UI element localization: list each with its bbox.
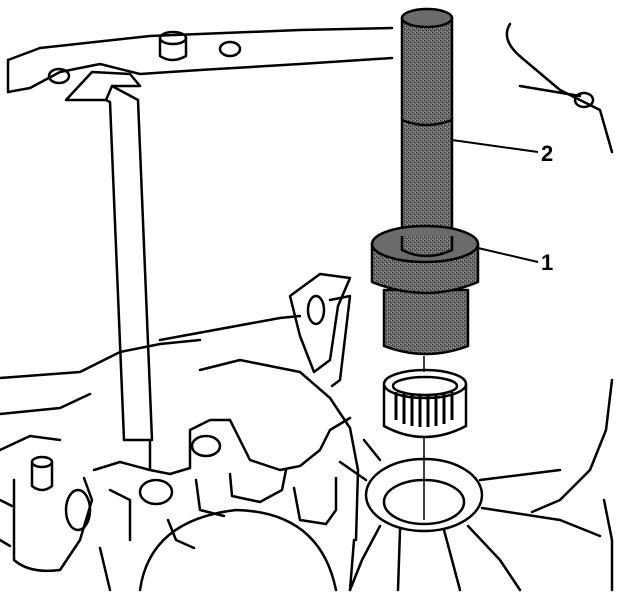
callout-1-label: 1 bbox=[541, 250, 554, 275]
dowel-pin bbox=[158, 36, 188, 62]
leader-line-1 bbox=[477, 247, 539, 263]
case-boss bbox=[138, 478, 174, 506]
bearing-installer bbox=[370, 224, 480, 356]
needle-bearing bbox=[382, 368, 468, 439]
stud bbox=[30, 460, 54, 492]
callout-2-label: 2 bbox=[541, 141, 554, 166]
flange-bolt-hole bbox=[47, 67, 71, 85]
driver-handle bbox=[400, 7, 454, 258]
case-top-flange bbox=[6, 26, 394, 62]
case-main-bore bbox=[138, 508, 338, 592]
leader-line-2 bbox=[451, 139, 539, 153]
flange-bolt-hole bbox=[218, 40, 242, 58]
transmission-case bbox=[0, 22, 614, 592]
case-bolt-hole bbox=[573, 91, 595, 109]
leader-lines bbox=[451, 139, 539, 263]
lever-plate bbox=[288, 272, 352, 374]
